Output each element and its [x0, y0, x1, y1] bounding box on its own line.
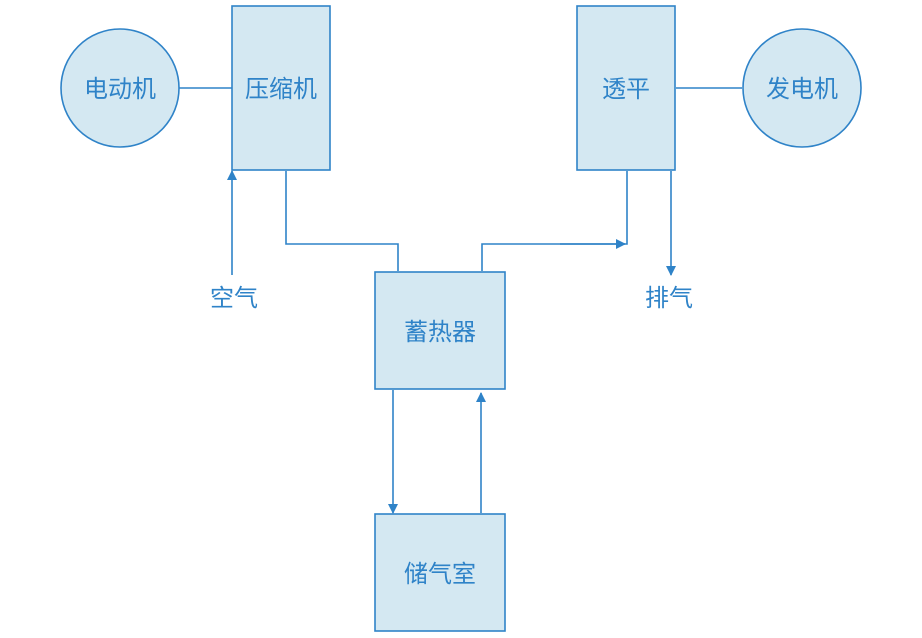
- turbine-node: [576, 5, 676, 171]
- compressor-label: 压缩机: [245, 75, 317, 103]
- motor-node: [60, 28, 180, 148]
- generator-node: [742, 28, 862, 148]
- motor-label: 电动机: [84, 75, 156, 103]
- regenerator-to-turbine-line: [481, 171, 628, 271]
- exhaust-label: 排气: [645, 284, 693, 312]
- compressor-node: [231, 5, 331, 171]
- connectors: [179, 87, 742, 514]
- compressor-to-regenerator-line: [285, 171, 399, 271]
- flow-labels: 空气 排气: [210, 284, 693, 312]
- nodes: [60, 5, 862, 632]
- storage-node: [374, 513, 506, 632]
- node-labels: 电动机 压缩机 透平 发电机 蓄热器 储气室: [84, 75, 838, 588]
- regenerator-node: [374, 271, 506, 390]
- air-inlet-label: 空气: [210, 284, 258, 312]
- turbine-label: 透平: [602, 75, 650, 103]
- regenerator-label: 蓄热器: [404, 318, 476, 346]
- storage-label: 储气室: [404, 560, 476, 588]
- generator-label: 发电机: [766, 75, 838, 103]
